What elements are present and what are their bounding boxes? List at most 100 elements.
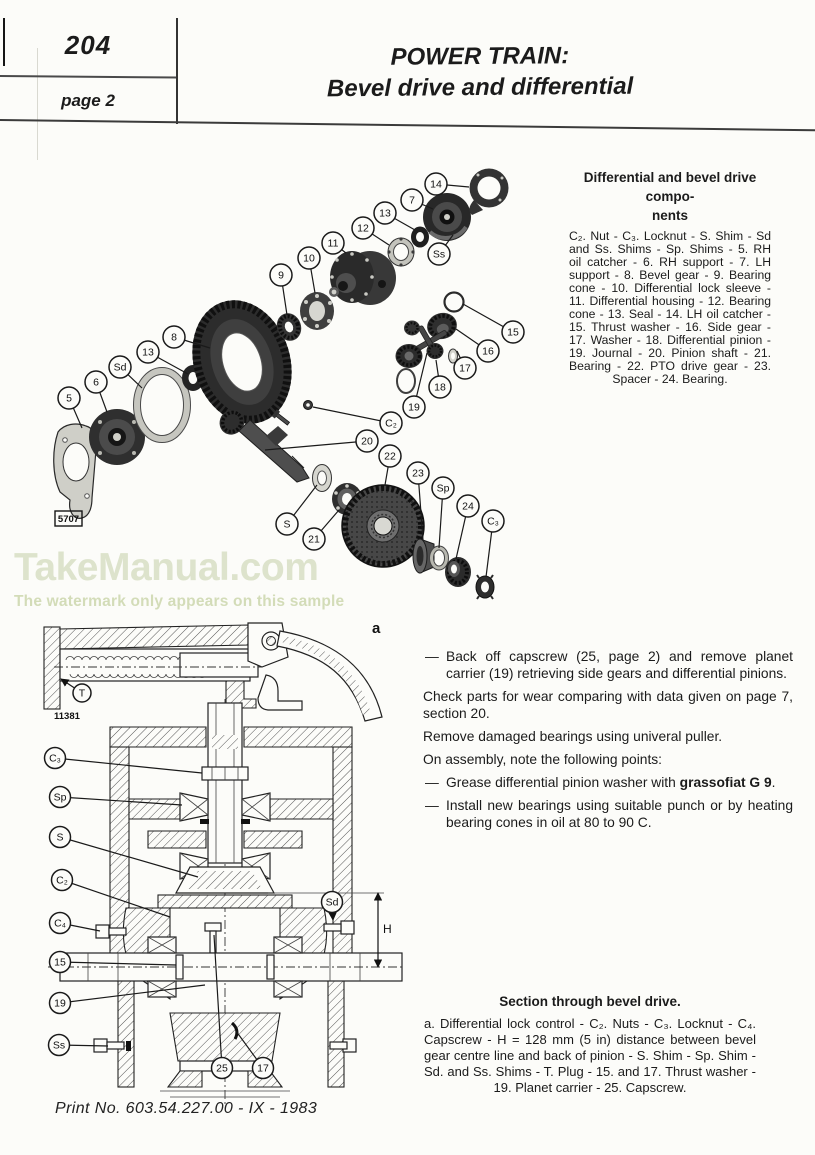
svg-text:Ss: Ss [53,1040,65,1052]
callout: 11 [321,231,345,255]
header-divider [0,75,177,79]
page-title: POWER TRAIN: Bevel drive and differentia… [200,39,761,106]
svg-text:6: 6 [93,377,99,389]
instruction-paragraph: Check parts for wear comparing with data… [423,689,793,721]
callout: T [72,683,92,703]
svg-text:24: 24 [462,501,474,513]
svg-text:12: 12 [357,223,369,235]
section-view-figure: 11381 a [43,620,404,1105]
rh-support-part [89,409,145,465]
header-vertical-rule [176,18,178,124]
section-caption-body: a. Differential lock control - C₂. Nuts … [424,1016,756,1095]
callout: C₃ [481,509,505,533]
print-number: Print No. 603.54.227.00 - IX - 1983 [55,1100,318,1117]
callout: 15 [501,320,525,344]
bearing-cone-part [276,313,302,341]
shim-washer-part [312,464,332,492]
lock-sleeve-part [300,292,334,330]
watermark: TakeManual.com The watermark only appear… [14,546,444,611]
watermark-text: TakeManual.com [14,546,319,589]
section-caption-title: Section through bevel drive. [499,994,681,1009]
svg-text:C₂: C₂ [385,418,397,430]
callout: S [275,512,299,536]
shim-gasket-part [133,367,191,443]
svg-text:C₃: C₃ [487,516,499,528]
bevel-drive-cross-section: H [48,699,404,1105]
svg-text:9: 9 [278,270,284,282]
svg-text:5707: 5707 [58,514,79,525]
bevel-ring-gear-part [192,300,292,424]
callout: 7 [400,188,424,212]
exploded-view-figure: 5 6 Sd 13 8 9 10 11 12 13 7 14 Ss 15 16 … [53,168,525,600]
callout: 19 [402,395,426,419]
bullet-dash: — [425,775,439,790]
callout: 17 [251,1056,275,1080]
svg-text:5: 5 [66,393,72,405]
callout: 21 [302,527,326,551]
svg-text:23: 23 [412,468,424,480]
svg-text:C₄: C₄ [54,918,66,930]
svg-text:20: 20 [361,436,373,448]
callout: Sp [431,476,455,500]
svg-text:8: 8 [171,332,177,344]
dimension-label-h: H [383,922,392,936]
figure-number-box: 5707 [54,510,83,527]
callout: Sd [108,355,132,379]
svg-text:19: 19 [54,998,66,1010]
callout: 20 [355,429,379,453]
locknut-part [475,574,495,600]
svg-text:16: 16 [482,346,494,358]
callout: 12 [351,216,375,240]
bearing-cone2-part [387,237,415,267]
svg-text:22: 22 [384,451,396,463]
callout: 15 [48,950,72,974]
svg-text:Sp: Sp [437,483,450,495]
oil-catcher-part [469,168,509,215]
callout: Ss [427,242,451,266]
section-caption: Section through bevel drive. a. Differen… [424,994,756,1096]
seal2-part [411,226,429,248]
svg-text:14: 14 [430,179,442,191]
svg-text:S: S [283,519,290,531]
scan-edge-line [37,48,38,160]
section-leader-lines [54,757,264,1069]
callout: 16 [476,339,500,363]
svg-text:17: 17 [459,363,471,375]
support-bracket-part [53,423,97,519]
shim2-part [429,545,449,571]
svg-text:Sd: Sd [114,362,127,374]
svg-text:S: S [56,832,63,844]
watermark-tagline: The watermark only appears on this sampl… [14,593,345,610]
lh-support-part [423,193,471,241]
instruction-paragraph: On assembly, note the following points: [423,752,663,767]
callout: Ss [47,1033,71,1057]
parts-list: Differential and bevel drive compo- nent… [569,168,771,386]
pinion-shaft-part [219,409,310,483]
svg-text:15: 15 [54,957,66,969]
svg-text:13: 13 [379,208,391,220]
callout: 9 [269,263,293,287]
page-label: page 2 [61,91,115,110]
differential-housing-part [329,251,396,305]
callout: 22 [378,444,402,468]
svg-text:11381: 11381 [54,711,81,722]
instruction-bullet: —Grease differential pinion washer with … [425,775,776,790]
callout: 10 [297,246,321,270]
parts-list-title: Differential and bevel drive compo- nent… [583,170,757,223]
callout: C₃ [43,746,67,770]
parts-list-body: C₂. Nut - C₃. Locknut - S. Shim - Sd and… [569,229,771,386]
callout: C₂ [379,411,403,435]
bullet-dash: — [425,798,439,813]
svg-text:10: 10 [303,253,315,265]
callout: 18 [428,375,452,399]
svg-text:Sd: Sd [326,897,339,909]
svg-text:Sp: Sp [54,792,67,804]
svg-text:7: 7 [409,195,415,207]
svg-text:25: 25 [216,1063,228,1075]
callout: C₄ [48,911,72,935]
callout: 13 [373,201,397,225]
svg-text:17: 17 [257,1063,269,1075]
lock-control-section: 11381 a [43,620,383,722]
callout: S [48,825,72,849]
